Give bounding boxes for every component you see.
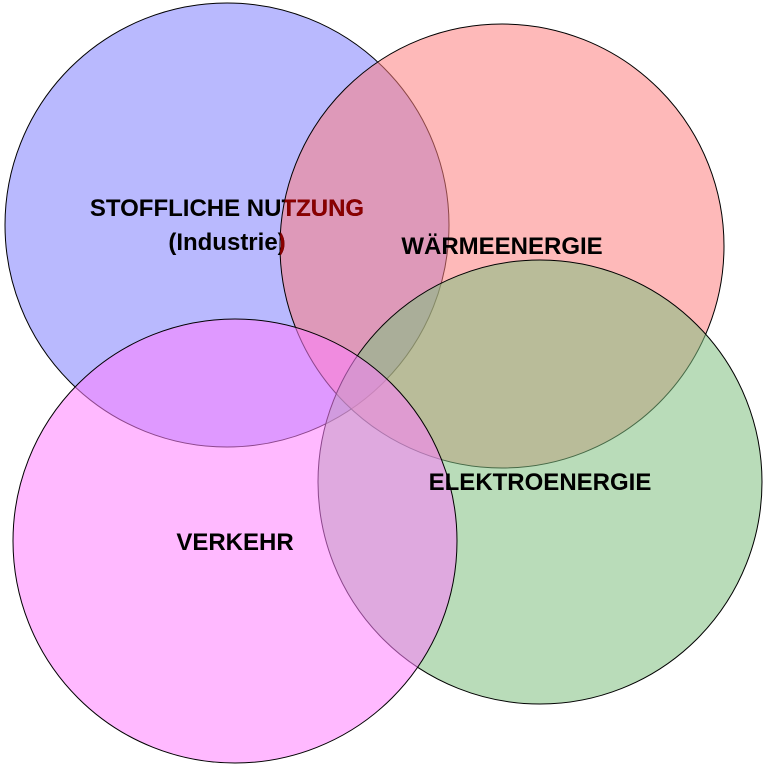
label-verkehr: VERKEHR (176, 529, 293, 556)
label-elektroenergie-text: ELEKTROENERGIE (429, 469, 652, 496)
label-stoffliche-line1: STOFFLICHE NUTZUNG (90, 195, 364, 222)
circle-verkehr (12, 318, 458, 764)
label-stoffliche-line1-overlap: STOFFLICHE NUTZUNG (90, 195, 364, 222)
label-waermeenergie: WÄRMEENERGIE (401, 233, 602, 260)
label-stoffliche-line2-overlap: (Industrie) (168, 229, 285, 256)
label-stoffliche-line2: (Industrie) (168, 229, 285, 256)
label-stoffliche-nutzung: STOFFLICHE NUTZUNG (Industrie) STOFFLICH… (90, 195, 364, 256)
label-elektroenergie: ELEKTROENERGIE ELEKTROENERGIE (429, 469, 652, 496)
